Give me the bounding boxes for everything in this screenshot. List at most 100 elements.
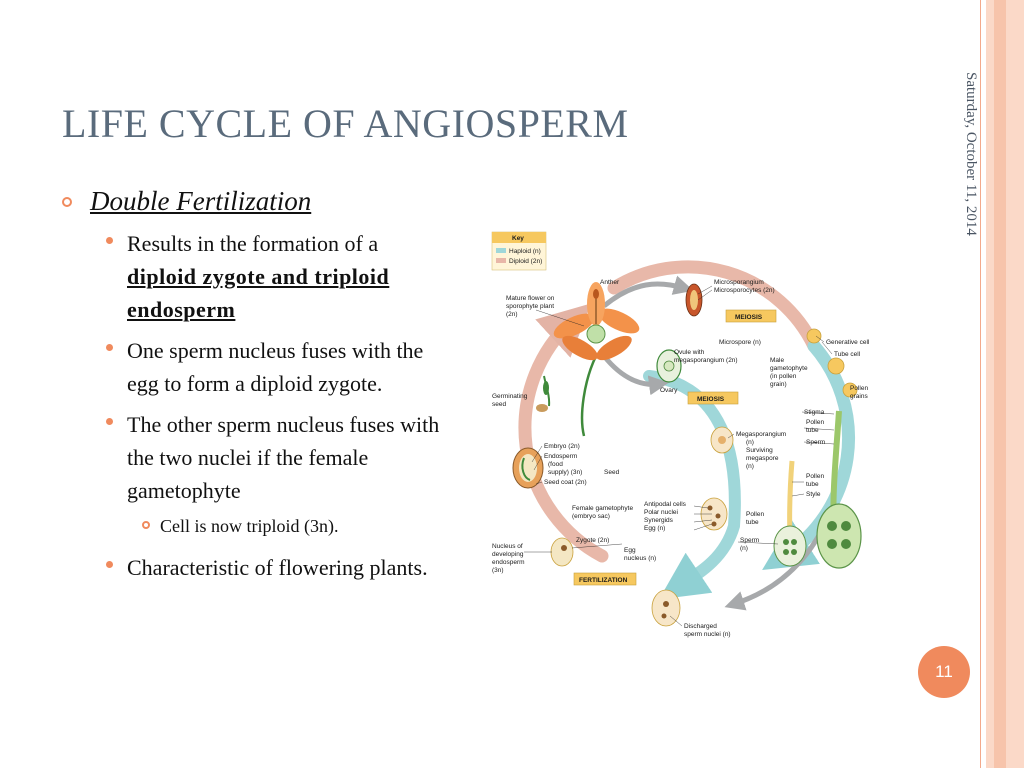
pistil-illustration <box>773 410 862 569</box>
label-ovule-2: megasporangium (2n) <box>674 357 738 364</box>
right-decorative-band <box>986 0 1024 768</box>
label-antipodal: Antipodal cells <box>644 501 687 508</box>
meiosis-box-middle <box>687 391 739 405</box>
label-ovary: Ovary <box>660 387 678 394</box>
bullet-text-bold: diploid zygote and triploid endosperm <box>127 264 390 322</box>
zygote-illustration <box>550 537 574 567</box>
key-title: Key <box>512 235 524 242</box>
bullet-characteristic: Characteristic of flowering plants. <box>106 551 452 584</box>
meiosis-label-middle: MEIOSIS <box>697 396 725 403</box>
label-nucleus-dev-1: Nucleus of <box>492 543 523 550</box>
label-pollen-tube-b2: tube <box>806 481 819 488</box>
dot-bullet-icon <box>106 561 113 568</box>
label-megasporangium-2: (n) <box>746 439 754 446</box>
label-pollen-grains-1: Pollen <box>850 385 868 392</box>
heading-double-fertilization: Double Fertilization <box>90 186 312 216</box>
haploid-arc-inner <box>643 370 741 600</box>
key-diploid-swatch <box>496 258 506 263</box>
label-male-gam-3: (in pollen <box>770 373 797 380</box>
gray-arrow-anther <box>602 275 694 308</box>
ring-bullet-icon <box>142 521 150 529</box>
label-endosperm-1: Endosperm <box>544 453 577 460</box>
dot-bullet-icon <box>106 344 113 351</box>
bullet-text: Characteristic of flowering plants. <box>127 555 428 580</box>
diagram-key: Key Haploid (n) Diploid (2n) <box>491 231 547 271</box>
diagram-labels: Anther Mature flower on sporophyte plant… <box>492 279 870 638</box>
bullet-text: Results in the formation of a diploid zy… <box>127 227 447 326</box>
label-stigma: Stigma <box>804 409 825 416</box>
label-pollen-tube-1: Pollen <box>806 419 824 426</box>
gray-arrow-ovule <box>602 354 669 396</box>
label-egg-nucleus-2: nucleus (n) <box>624 555 656 562</box>
label-seed: Seed <box>604 469 620 476</box>
label-synergids: Synergids <box>644 517 674 524</box>
label-egg-nucleus-1: Egg <box>624 547 636 554</box>
label-nucleus-dev-4: (3n) <box>492 567 504 574</box>
seed-illustration <box>512 447 544 489</box>
label-pollen-tube-c2: tube <box>746 519 759 526</box>
right-band-inner <box>994 0 1006 768</box>
diploid-arc-left <box>518 303 609 563</box>
key-haploid: Haploid (n) <box>509 248 541 255</box>
label-pollen-grains-2: grains <box>850 393 868 400</box>
label-generative-cell: Generative cell <box>826 339 870 346</box>
key-diploid: Diploid (2n) <box>509 258 542 265</box>
label-discharged-1: Discharged <box>684 623 717 630</box>
diploid-arc-top <box>607 260 821 353</box>
haploid-arc-right <box>762 339 855 571</box>
label-mature-flower-3: (2n) <box>506 311 518 318</box>
slide-date: Saturday, October 11, 2014 <box>963 72 979 236</box>
label-nucleus-dev-2: developing <box>492 551 524 558</box>
label-surviving-2: megaspore <box>746 455 779 462</box>
label-pollen-tube-2: tube <box>806 427 819 434</box>
label-female-gam-2: (embryo sac) <box>572 513 610 520</box>
embryo-sac-illustration <box>700 497 728 531</box>
label-microsporocytes: Microsporocytes (2n) <box>714 287 775 294</box>
bullet-text-pre: Results in the formation of a <box>127 231 379 256</box>
label-zygote: Zygote (2n) <box>576 537 609 544</box>
label-surviving-3: (n) <box>746 463 754 470</box>
slide-title: LIFE CYCLE OF ANGIOSPERM <box>62 101 629 146</box>
anther-illustration <box>685 283 703 317</box>
megasporangium-illustration <box>710 426 734 454</box>
label-megasporangium-1: Megasporangium <box>736 431 786 438</box>
sub-bullet-text: Cell is now triploid (3n). <box>160 516 339 536</box>
label-endosperm-3: supply) (3n) <box>548 469 582 476</box>
label-mature-flower-2: sporophyte plant <box>506 303 554 310</box>
label-discharged-2: sperm nuclei (n) <box>684 631 731 638</box>
label-nucleus-dev-3: endosperm <box>492 559 525 566</box>
fertilization-illustration <box>651 589 681 627</box>
sub-bullet-triploid: Cell is now triploid (3n). <box>142 515 452 537</box>
angiosperm-life-cycle-diagram: Key Haploid (n) Diploid (2n) MEIOSIS MEI… <box>491 231 870 638</box>
ring-bullet-icon <box>62 197 72 207</box>
key-haploid-swatch <box>496 248 506 253</box>
ovule-illustration <box>656 349 682 383</box>
bullet-level1: Double Fertilization <box>62 186 452 217</box>
label-sperm-2b: (n) <box>740 545 748 552</box>
meiosis-box-top <box>725 309 777 323</box>
label-germinating-1: Germinating <box>492 393 528 400</box>
label-anther: Anther <box>600 279 620 286</box>
label-male-gam-2: gametophyte <box>770 365 808 372</box>
label-pollen-tube-b1: Pollen <box>806 473 824 480</box>
dot-bullet-icon <box>106 418 113 425</box>
label-male-gam-1: Male <box>770 357 784 364</box>
bullet-sperm-egg: One sperm nucleus fuses with the egg to … <box>106 334 452 400</box>
label-style: Style <box>806 491 821 498</box>
label-surviving-1: Surviving <box>746 447 773 454</box>
page-number-badge: 11 <box>918 646 970 698</box>
label-tube-cell: Tube cell <box>834 351 861 358</box>
label-microspore: Microspore (n) <box>719 339 761 346</box>
label-pollen-tube-c1: Pollen <box>746 511 764 518</box>
meiosis-label-top: MEIOSIS <box>735 314 763 321</box>
label-ovule-1: Ovule with <box>674 349 705 356</box>
label-egg: Egg (n) <box>644 525 665 532</box>
bullet-formation: Results in the formation of a diploid zy… <box>106 227 452 326</box>
label-embryo: Embryo (2n) <box>544 443 580 450</box>
bullet-text: One sperm nucleus fuses with the egg to … <box>127 338 424 396</box>
label-mature-flower-1: Mature flower on <box>506 295 555 302</box>
leader-lines <box>524 285 835 627</box>
slide-content: Double Fertilization Results in the form… <box>62 186 452 592</box>
dot-bullet-icon <box>106 237 113 244</box>
label-germinating-2: seed <box>492 401 506 408</box>
